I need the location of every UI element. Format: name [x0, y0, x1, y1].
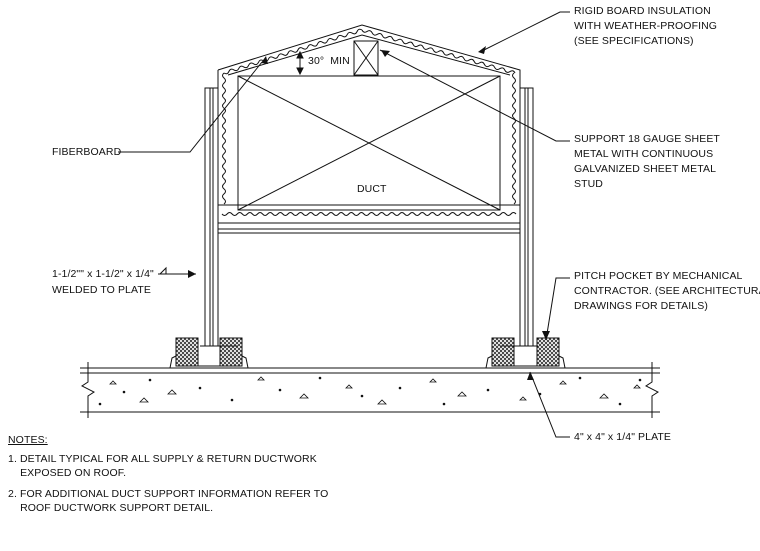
label-angle-steel-line-2: WELDED TO PLATE	[52, 284, 151, 296]
note-1-line-1: 1. DETAIL TYPICAL FOR ALL SUPPLY & RETUR…	[8, 453, 317, 465]
label-insulation-line-2: WITH WEATHER-PROOFING	[574, 20, 718, 32]
pitch-pocket-right-2	[536, 337, 560, 367]
label-fiberboard: FIBERBOARD	[52, 146, 122, 158]
label-angle-min: 30° MIN	[308, 55, 350, 67]
note-2-line-1: 2. FOR ADDITIONAL DUCT SUPPORT INFORMATI…	[8, 488, 329, 500]
right-support-angle-inner	[519, 87, 526, 347]
label-support-line-1: SUPPORT 18 GAUGE SHEET	[574, 133, 720, 145]
break-line-right	[645, 362, 659, 418]
label-insulation-line-1: RIGID BOARD INSULATION	[574, 5, 711, 17]
leader-plate	[529, 371, 570, 438]
left-support-angle-inner	[212, 87, 219, 347]
note-1-line-2: EXPOSED ON ROOF.	[8, 467, 127, 479]
label-support-line-3: GALVANIZED SHEET METAL	[574, 163, 717, 175]
leader-pitch-pocket	[545, 277, 570, 341]
leader-insulation	[479, 11, 570, 53]
note-2-line-2: ROOF DUCTWORK SUPPORT DETAIL.	[8, 502, 214, 514]
label-pitch-pocket-line-1: PITCH POCKET BY MECHANICAL	[574, 270, 743, 282]
duct-box	[237, 75, 501, 211]
label-support-line-2: METAL WITH CONTINUOUS	[574, 148, 714, 160]
label-duct: DUCT	[357, 183, 387, 195]
weld-symbol-icon	[158, 266, 167, 275]
notes-title: NOTES:	[8, 434, 48, 446]
label-support-line-4: STUD	[574, 178, 603, 190]
label-insulation-line-3: (SEE SPECIFICATIONS)	[574, 35, 694, 47]
leader-support	[379, 49, 570, 142]
pitch-pocket-right-1	[491, 337, 515, 367]
insulation-wavy-top-right	[361, 29, 516, 74]
leader-fiberboard	[118, 61, 263, 153]
insulation-wavy-left	[222, 72, 226, 205]
duct-diagonal-2	[237, 75, 501, 211]
insulation-outer-outline	[217, 24, 521, 205]
break-line-left	[81, 362, 95, 418]
insulation-wavy-top-left	[223, 28, 363, 75]
ridge-block	[353, 40, 379, 76]
label-plate: 4" x 4" x 1/4" PLATE	[574, 431, 672, 443]
label-pitch-pocket-line-3: DRAWINGS FOR DETAILS)	[574, 300, 708, 312]
label-angle-steel-line-1: 1-1/2"" x 1-1/2" x 1/4"	[52, 268, 154, 280]
pitch-pocket-left-2	[219, 337, 243, 367]
insulation-wavy-right	[512, 72, 516, 205]
insulation-inner-outline	[227, 34, 511, 76]
left-support-angle-outer	[204, 87, 214, 347]
label-pitch-pocket-line-2: CONTRACTOR. (SEE ARCHITECTURAL	[574, 285, 760, 297]
insulation-wavy-bottom	[221, 212, 517, 216]
pitch-pocket-left-1	[175, 337, 199, 367]
